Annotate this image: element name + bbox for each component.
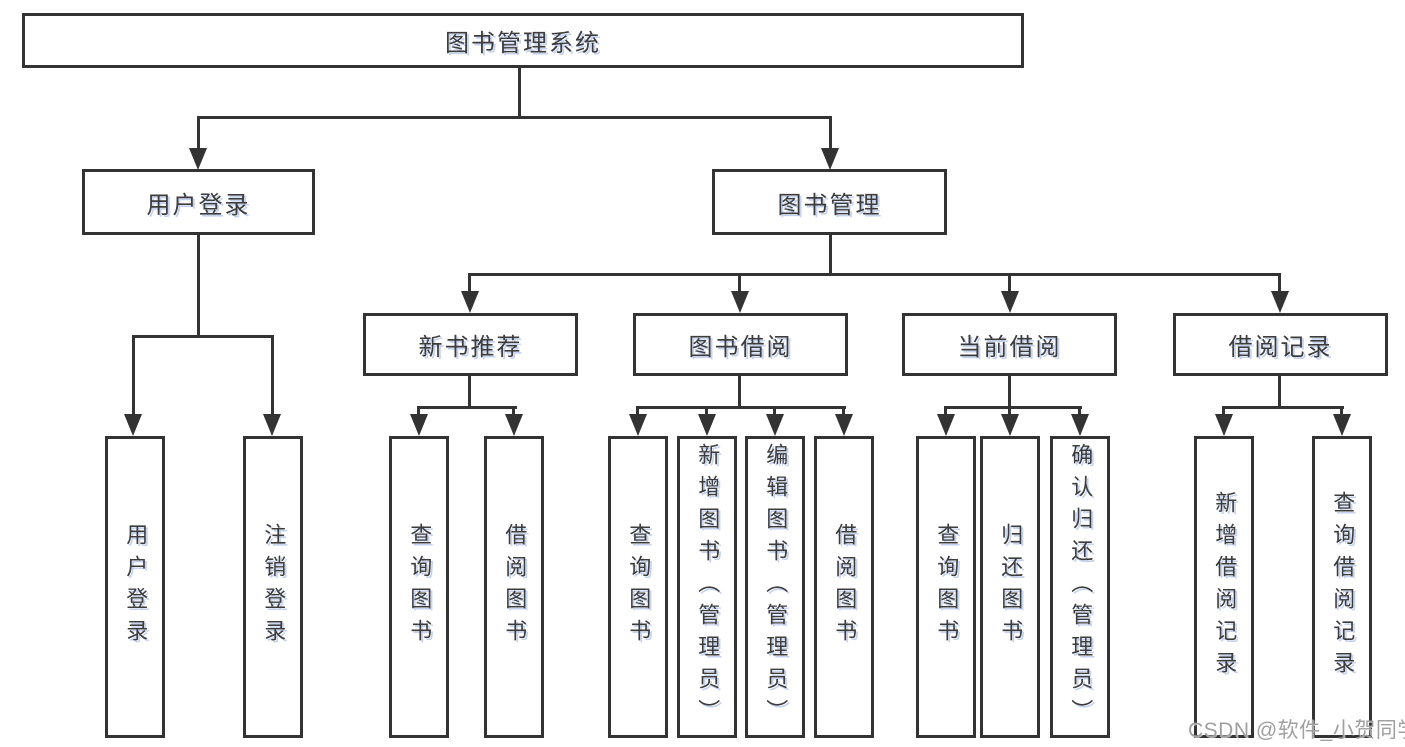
arrow-down-icon — [937, 414, 955, 436]
connector-book-management-stem — [829, 234, 832, 275]
connector-stem-book-management — [829, 116, 832, 152]
arrow-down-icon — [1001, 291, 1019, 313]
arrow-down-icon — [189, 148, 207, 170]
csdn-watermark: CSDN @软件_小贺同学 — [1188, 719, 1405, 742]
connector-borrow-records-stem — [1278, 376, 1281, 408]
node-new-book-recommend: 新书推荐 — [363, 313, 578, 376]
leaf-cb-return-books: 归还图书 — [980, 436, 1040, 738]
connector-root-stem — [518, 68, 521, 118]
connector-stem-leaf — [132, 335, 135, 418]
arrow-down-icon — [1215, 414, 1233, 436]
arrow-down-icon — [698, 414, 716, 436]
connector-book-borrow-bar — [636, 406, 846, 409]
node-user-login: 用户登录 — [82, 169, 315, 235]
leaf-cb-confirm-return-admin: 确认归还（管理员） — [1050, 436, 1110, 738]
arrow-down-icon — [410, 414, 428, 436]
connector-stem-leaf — [512, 406, 515, 418]
connector-stem-new-book — [468, 273, 471, 295]
arrow-down-icon — [1001, 414, 1019, 436]
leaf-user-login: 用户登录 — [105, 436, 165, 738]
connector-current-borrow-bar — [944, 406, 1082, 409]
arrow-down-icon — [461, 291, 479, 313]
leaf-br-add-record: 新增借阅记录 — [1194, 436, 1254, 738]
connector-current-borrow-stem — [1008, 376, 1011, 408]
connector-user-login-stem — [197, 234, 200, 337]
connector-stem-leaf — [1340, 406, 1343, 418]
node-book-management: 图书管理 — [712, 169, 947, 235]
arrow-down-icon — [505, 414, 523, 436]
connector-stem-borrow-records — [1278, 273, 1281, 295]
leaf-br-query-record: 查询借阅记录 — [1312, 436, 1372, 738]
connector-new-book-stem — [468, 376, 471, 408]
connector-borrow-records-bar — [1222, 406, 1344, 409]
arrow-down-icon — [766, 414, 784, 436]
connector-stem-leaf — [705, 406, 708, 418]
connector-stem-current-borrow — [1008, 273, 1011, 295]
connector-level2-bar — [468, 273, 1281, 276]
connector-stem-book-borrow — [738, 273, 741, 295]
connector-stem-leaf — [1078, 406, 1081, 418]
arrow-down-icon — [629, 414, 647, 436]
connector-stem-leaf — [944, 406, 947, 418]
node-book-borrow: 图书借阅 — [633, 313, 848, 376]
connector-book-borrow-stem — [738, 376, 741, 408]
arrow-down-icon — [1071, 414, 1089, 436]
node-borrow-records: 借阅记录 — [1173, 313, 1388, 376]
connector-stem-leaf — [842, 406, 845, 418]
leaf-cb-query-books: 查询图书 — [916, 436, 976, 738]
arrow-down-icon — [1271, 291, 1289, 313]
connector-stem-leaf — [636, 406, 639, 418]
node-root: 图书管理系统 — [22, 13, 1024, 68]
leaf-bb-add-books-admin: 新增图书（管理员） — [677, 436, 737, 738]
arrow-down-icon — [1333, 414, 1351, 436]
connector-stem-leaf — [271, 335, 274, 418]
node-current-borrow: 当前借阅 — [902, 313, 1117, 376]
leaf-nbr-borrow-books: 借阅图书 — [484, 436, 544, 738]
connector-level1-bar — [197, 116, 832, 119]
connector-stem-leaf — [1008, 406, 1011, 418]
arrow-down-icon — [821, 148, 839, 170]
connector-user-login-bar — [132, 335, 274, 338]
arrow-down-icon — [835, 414, 853, 436]
arrow-down-icon — [731, 291, 749, 313]
connector-stem-user-login — [197, 116, 200, 152]
leaf-logout: 注销登录 — [243, 436, 303, 738]
arrow-down-icon — [124, 414, 142, 436]
leaf-nbr-query-books: 查询图书 — [389, 436, 449, 738]
arrow-down-icon — [263, 414, 281, 436]
connector-new-book-bar — [417, 406, 517, 409]
leaf-bb-borrow-books: 借阅图书 — [814, 436, 874, 738]
leaf-bb-edit-books-admin: 编辑图书（管理员） — [745, 436, 805, 738]
connector-stem-leaf — [773, 406, 776, 418]
leaf-bb-query-books: 查询图书 — [608, 436, 668, 738]
connector-stem-leaf — [1222, 406, 1225, 418]
connector-stem-leaf — [417, 406, 420, 418]
